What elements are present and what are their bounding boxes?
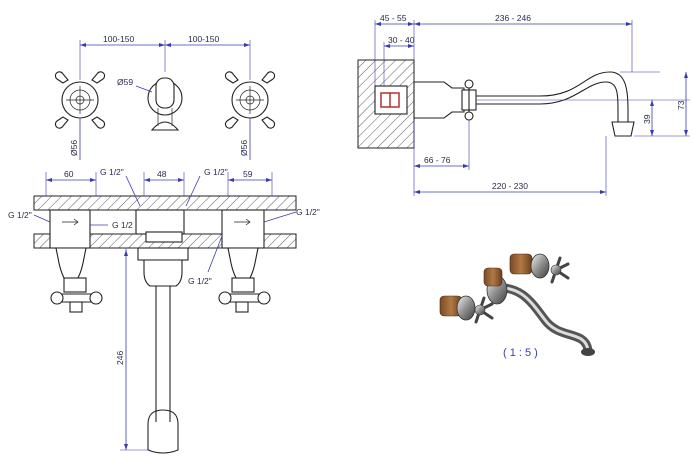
dim-left-width: 60 bbox=[64, 169, 74, 179]
thread-bottom: G 1/2" bbox=[188, 276, 212, 286]
dim-center-width: 48 bbox=[157, 169, 167, 179]
product-render bbox=[439, 253, 595, 356]
right-handle-plan bbox=[218, 247, 271, 313]
dim-top-c: 30 - 40 bbox=[388, 35, 415, 45]
thread-side-right: G 1/2" bbox=[296, 207, 320, 217]
dia-left-label: Ø56 bbox=[69, 140, 79, 156]
dim-right-width: 59 bbox=[243, 169, 253, 179]
left-handle-front bbox=[54, 71, 106, 129]
side-handle bbox=[461, 79, 477, 121]
dia-right-label: Ø56 bbox=[239, 140, 249, 156]
dim-height-b: 39 bbox=[642, 114, 652, 124]
front-view: 100-150 100-150 bbox=[54, 34, 276, 160]
dim-height-a: 73 bbox=[676, 100, 686, 110]
plan-view: 60 48 59 G 1/2" G 1/2" G 1/2" G 1/2 G 1/… bbox=[8, 167, 320, 454]
right-handle-front bbox=[224, 71, 276, 129]
thread-side-left: G 1/2" bbox=[8, 210, 32, 220]
thread-top-right: G 1/2" bbox=[204, 167, 228, 177]
dim-right-spacing: 100-150 bbox=[188, 34, 219, 44]
render-scale-label: ( 1 : 5 ) bbox=[503, 347, 538, 359]
spout-plan bbox=[137, 231, 189, 454]
dim-spout-length: 246 bbox=[115, 351, 125, 365]
left-handle-plan bbox=[50, 247, 103, 313]
spout-front bbox=[147, 77, 183, 131]
thread-top-left: G 1/2" bbox=[100, 167, 124, 177]
dia-spout-label: Ø59 bbox=[117, 77, 133, 87]
top-plate bbox=[33, 195, 297, 211]
dim-top-b: 236 - 246 bbox=[495, 13, 531, 23]
dim-bottom-a: 66 - 76 bbox=[424, 155, 451, 165]
side-view: 45 - 55 236 - 246 30 - 40 73 39 66 - 76 … bbox=[357, 13, 690, 196]
dim-top-a: 45 - 55 bbox=[380, 13, 407, 23]
thread-inner-left: G 1/2 bbox=[112, 220, 133, 230]
dim-bottom-b: 220 - 230 bbox=[492, 181, 528, 191]
dim-left-spacing: 100-150 bbox=[103, 34, 134, 44]
